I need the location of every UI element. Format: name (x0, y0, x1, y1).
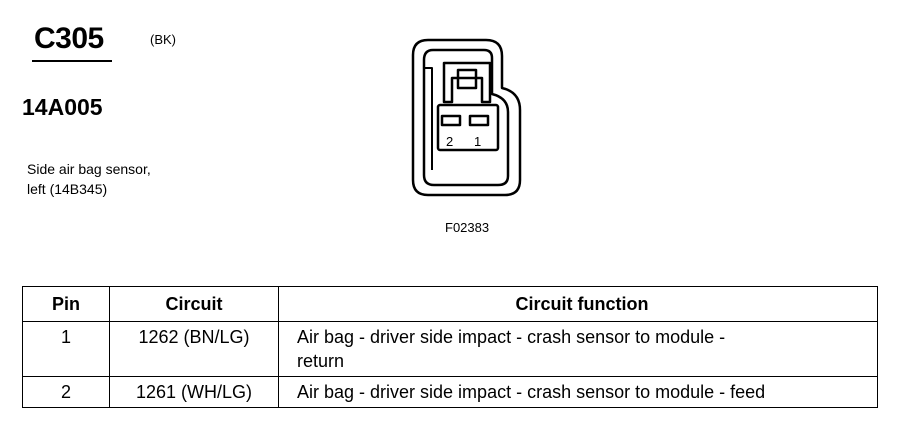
connector-latch (442, 61, 492, 104)
terminal-2 (440, 114, 462, 127)
circuit-cell: 1262 (BN/LG) (109, 321, 279, 377)
circuit-function-line: return (297, 351, 345, 371)
table-row: 2 1261 (WH/LG) Air bag - driver side imp… (22, 376, 878, 408)
pin-label-1: 1 (474, 134, 481, 149)
table-header-row: Pin Circuit Circuit function (22, 286, 878, 322)
connector-id-underline (32, 60, 112, 62)
terminal-1 (468, 114, 490, 127)
connector-color: (BK) (150, 32, 176, 47)
pin-label-2: 2 (446, 134, 453, 149)
circuit-function-cell: Air bag - driver side impact - crash sen… (278, 376, 878, 408)
circuit-cell: 1261 (WH/LG) (109, 376, 279, 408)
table-row: 1 1262 (BN/LG) Air bag - driver side imp… (22, 321, 878, 377)
pin-cell: 1 (22, 321, 110, 377)
circuit-function-cell: Air bag - driver side impact - crash sen… (278, 321, 878, 377)
component-description: Side air bag sensor, left (14B345) (27, 159, 207, 199)
column-header-circuit: Circuit (109, 286, 279, 322)
part-number: 14A005 (22, 94, 103, 120)
connector-inner-housing (422, 48, 510, 187)
connector-pin-block (436, 103, 500, 152)
pin-cell: 2 (22, 376, 110, 408)
connector-side-rail (424, 67, 433, 170)
connector-outer-housing (411, 38, 522, 197)
column-header-pin: Pin (22, 286, 110, 322)
component-description-line: left (14B345) (27, 181, 108, 197)
circuit-function-line: Air bag - driver side impact - crash sen… (297, 382, 766, 402)
figure-id: F02383 (445, 220, 490, 235)
pinout-table: Pin Circuit Circuit function 1 1262 (BN/… (22, 286, 878, 408)
component-description-line: Side air bag sensor, (27, 161, 151, 177)
connector-latch-tab (456, 68, 478, 90)
circuit-function-line: Air bag - driver side impact - crash sen… (297, 327, 726, 347)
column-header-circuit-function: Circuit function (278, 286, 878, 322)
connector-face-drawing: 2 1 (411, 38, 522, 197)
connector-id: C305 (34, 22, 104, 55)
